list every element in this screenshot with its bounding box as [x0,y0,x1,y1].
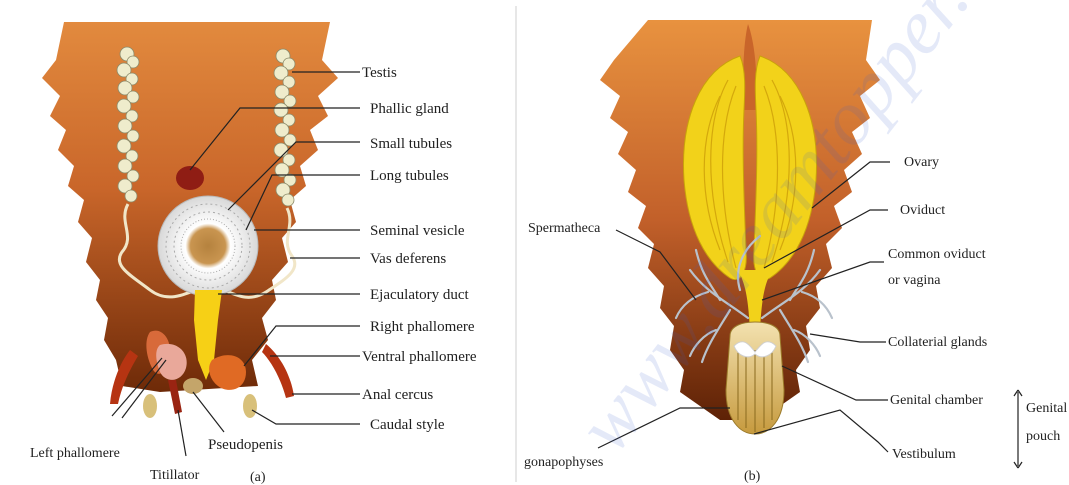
label-ventral-phallomere: Ventral phallomere [362,349,477,365]
caudal-style-right [243,394,257,418]
label-vas-deferens: Vas deferens [370,251,446,267]
label-oviduct: Oviduct [900,203,945,218]
label-pseudopenis: Pseudopenis [208,437,283,453]
label-genital-chamber: Genital chamber [890,393,983,408]
label-spermatheca: Spermatheca [528,221,601,236]
caption-b: (b) [744,469,761,484]
label-genital-pouch-line1: Genital [1026,401,1067,416]
label-left-phallomere: Left phallomere [30,446,120,461]
label-titillator: Titillator [150,468,200,483]
label-caudal-style: Caudal style [370,417,445,433]
pseudopenis-shape [183,378,203,394]
label-genital-pouch-line2: pouch [1026,429,1060,444]
label-common-oviduct-line2: or vagina [888,273,941,288]
label-common-oviduct-line1: Common oviduct [888,247,986,262]
label-gonapophyses: gonapophyses [524,455,603,470]
label-ejaculatory-duct: Ejaculatory duct [370,287,470,303]
figure-a-male-system: Testis Phallic gland Small tubules Long … [30,22,477,485]
label-collaterial-glands: Collaterial glands [888,335,987,350]
label-long-tubules: Long tubules [370,168,449,184]
label-phallic-gland: Phallic gland [370,101,449,117]
anal-cercus-right [262,344,294,398]
label-small-tubules: Small tubules [370,136,452,152]
caudal-style-left [143,394,157,418]
label-right-phallomere: Right phallomere [370,319,475,335]
label-ovary: Ovary [904,155,939,170]
label-anal-cercus: Anal cercus [362,387,433,403]
label-seminal-vesicle: Seminal vesicle [370,223,465,239]
seminal-vesicle [158,196,258,296]
label-testis: Testis [362,65,397,81]
caption-a: (a) [250,470,266,485]
label-vestibulum: Vestibulum [892,447,956,462]
